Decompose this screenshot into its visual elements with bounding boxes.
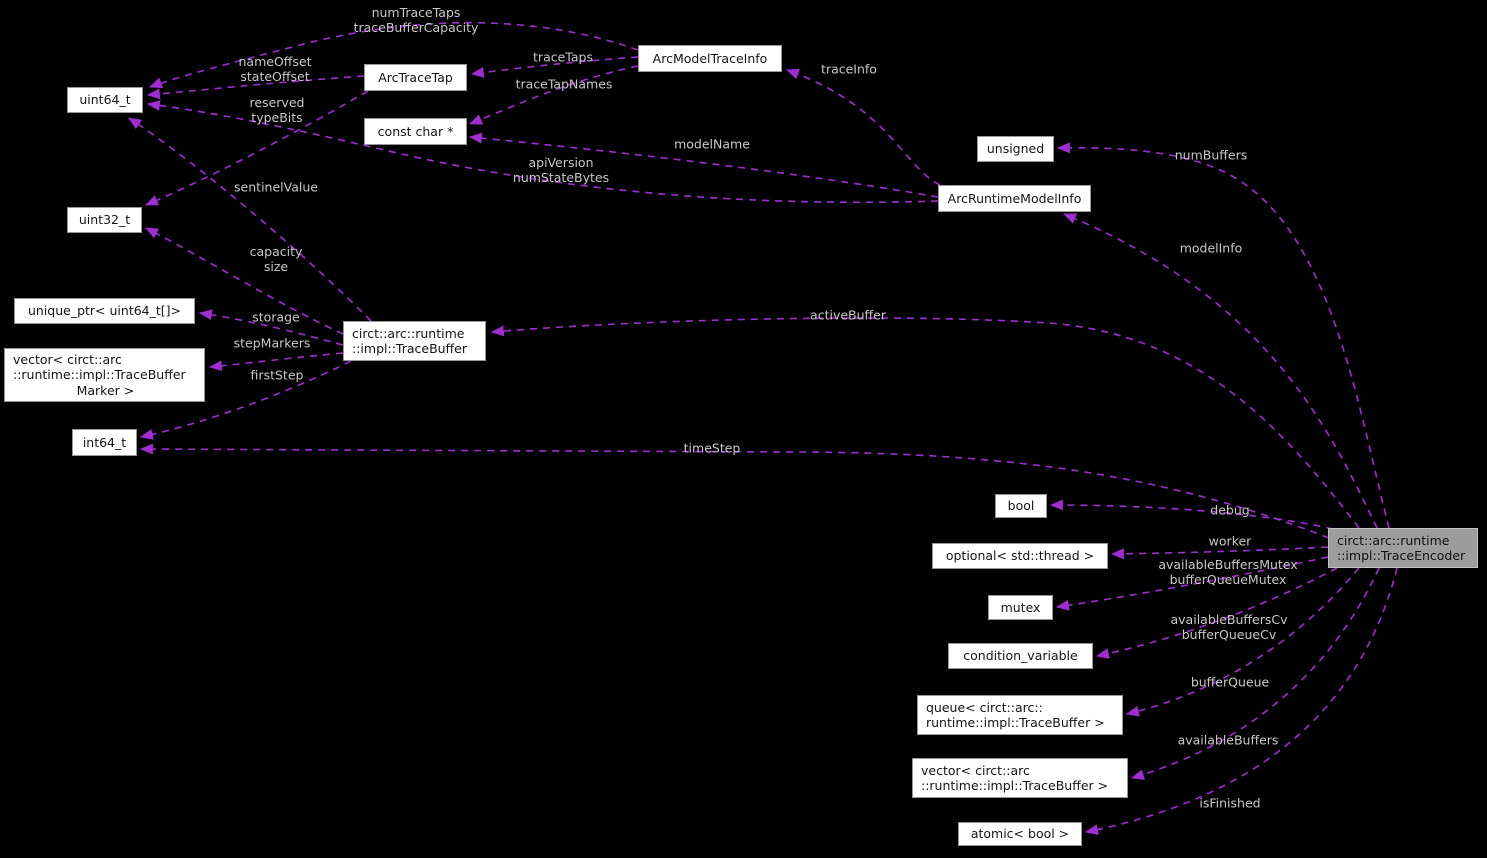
edge-apiVersion [146, 100, 939, 204]
edge-numTraceTaps [148, 21, 639, 88]
edge-isFinished [1084, 567, 1398, 835]
edge-storage [198, 309, 344, 346]
edge-reserved [145, 90, 369, 206]
node-vector-trace-buffer[interactable]: vector< circt::arc ::runtime::impl::Trac… [912, 758, 1128, 798]
node-queue-trace-buffer[interactable]: queue< circt::arc:: runtime::impl::Trace… [917, 695, 1123, 735]
node-trace-buffer[interactable]: circt::arc::runtime ::impl::TraceBuffer [343, 321, 486, 361]
edge-timeStep [139, 443, 1330, 539]
node-bool[interactable]: bool [995, 494, 1047, 518]
edge-nameOffset [146, 75, 365, 100]
node-unsigned[interactable]: unsigned [977, 136, 1054, 162]
edge-bufferQueue [1125, 567, 1360, 717]
node-optional-std-thread[interactable]: optional< std::thread > [932, 543, 1108, 569]
edge-traceTapNames [469, 65, 639, 125]
edge-worker [1110, 546, 1329, 560]
node-arc-trace-tap[interactable]: ArcTraceTap [364, 64, 467, 91]
edge-firstStep [139, 360, 352, 440]
edge-modelInfo [1062, 213, 1378, 529]
edge-stepMarkers [208, 352, 344, 372]
node-vector-trace-buffer-marker[interactable]: vector< circt::arc ::runtime::impl::Trac… [4, 348, 205, 402]
edge-modelName [468, 132, 939, 198]
edge-debug [1049, 499, 1334, 530]
node-const-char-ptr[interactable]: const char * [364, 118, 467, 145]
edge-availableBuffers [1130, 567, 1380, 780]
node-mutex[interactable]: mutex [988, 595, 1053, 620]
edge-sentinelValue [128, 117, 372, 322]
node-atomic-bool[interactable]: atomic< bool > [958, 822, 1082, 846]
node-uint32-t[interactable]: uint32_t [67, 207, 142, 233]
node-uint64-t[interactable]: uint64_t [67, 87, 143, 113]
edge-cvs [1095, 567, 1338, 659]
edge-numBuffers [1056, 142, 1390, 529]
node-trace-encoder-current: circt::arc::runtime ::impl::TraceEncoder [1328, 528, 1478, 568]
edge-capacity [145, 227, 344, 335]
node-int64-t[interactable]: int64_t [72, 429, 137, 456]
edge-activeBuffer [490, 317, 1360, 529]
node-arc-model-trace-info[interactable]: ArcModelTraceInfo [638, 45, 782, 72]
node-condition-variable[interactable]: condition_variable [948, 643, 1093, 669]
node-arc-runtime-model-info[interactable]: ArcRuntimeModelInfo [938, 185, 1091, 212]
node-unique-ptr-uint64[interactable]: unique_ptr< uint64_t[]> [14, 298, 195, 324]
edge-traceTaps [470, 56, 639, 78]
edge-traceInfo [785, 68, 941, 186]
